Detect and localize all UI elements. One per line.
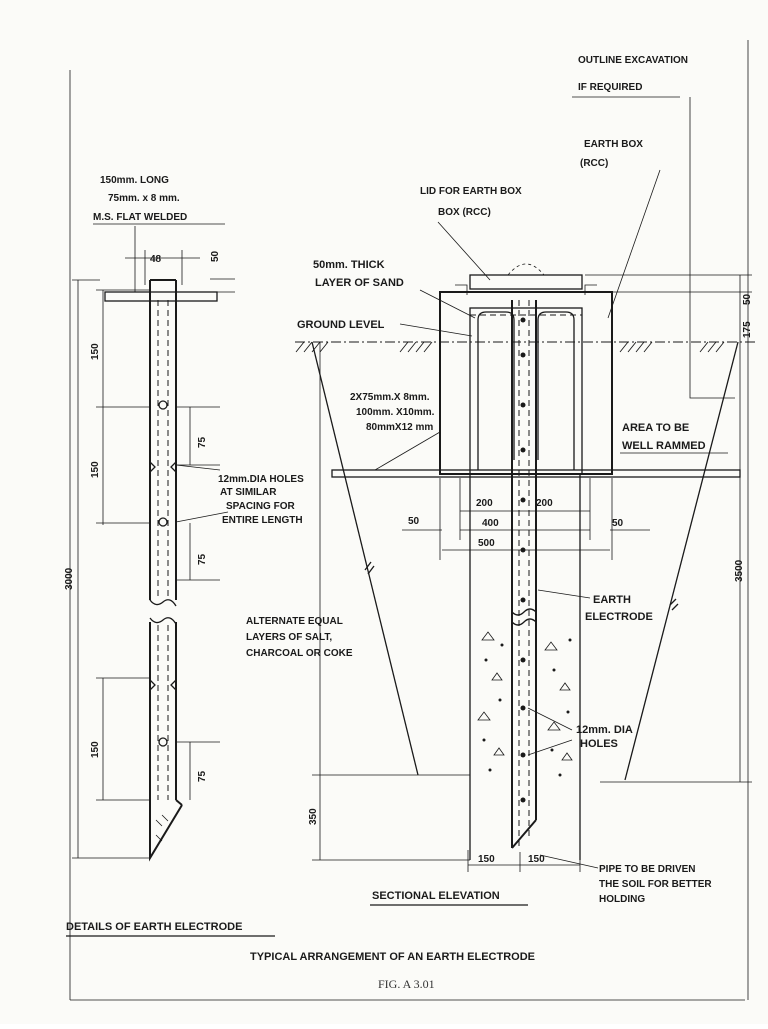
excavation-outline-right: [624, 341, 739, 781]
excavation-outline-left: [311, 341, 419, 776]
flat-size-label-1: 2X75mm.X 8mm.: [350, 392, 430, 403]
ground-hatching: [295, 341, 725, 353]
sheet-frame: [69, 40, 749, 1001]
earth-box-label-2: (RCC): [580, 158, 608, 169]
holes-dia-label-1: 12mm. DIA: [576, 724, 633, 736]
hole-marker: [158, 517, 168, 527]
holes-label-2: AT SIMILAR: [220, 487, 277, 498]
earth-box-label-1: EARTH BOX: [584, 139, 643, 150]
electrode-holes: [520, 317, 526, 803]
electrode-label-1: EARTH: [593, 594, 631, 606]
dim-75-a: 75: [197, 436, 208, 448]
salt-label-2: LAYERS OF SALT,: [246, 632, 332, 643]
hole-marker: [158, 400, 168, 410]
sand-label-2: LAYER OF SAND: [315, 277, 404, 289]
electrode-label-2: ELECTRODE: [585, 611, 653, 623]
dim-75-b: 75: [197, 553, 208, 565]
pipe-label-2: THE SOIL FOR BETTER: [599, 879, 712, 890]
flat-size-label-3: 80mmX12 mm: [366, 422, 433, 433]
detail-caption: DETAILS OF EARTH ELECTRODE: [66, 921, 242, 933]
holes-dia-label-2: HOLES: [580, 738, 618, 750]
sand-label-1: 50mm. THICK: [313, 259, 385, 271]
outline-label-1: OUTLINE EXCAVATION: [578, 55, 688, 66]
hole-marker: [158, 737, 168, 747]
holes-label-3: SPACING FOR: [226, 501, 295, 512]
dim-50-left: 50: [408, 516, 420, 527]
dim-150-a: 150: [90, 343, 101, 360]
earth-box-lid: [469, 274, 583, 290]
lid-label-2: BOX (RCC): [438, 207, 491, 218]
flat-size-label-2: 100mm. X10mm.: [356, 407, 435, 418]
dim-50-side: 50: [742, 293, 753, 305]
dim-3500: 3500: [734, 559, 745, 582]
dim-150-b: 150: [90, 461, 101, 478]
rammed-label-2: WELL RAMMED: [622, 440, 706, 452]
dim-3000: 3000: [64, 567, 75, 590]
flat-label-2: 75mm. x 8 mm.: [108, 193, 180, 204]
dim-150-c: 150: [90, 741, 101, 758]
flat-label-1: 150mm. LONG: [100, 175, 169, 186]
salt-label-1: ALTERNATE EQUAL: [246, 616, 343, 627]
dim-175: 175: [742, 321, 753, 338]
dim-200-left: 200: [476, 498, 493, 509]
holes-label-1: 12mm.DIA HOLES: [218, 474, 304, 485]
salt-charcoal-fill: [477, 631, 573, 777]
rammed-label-1: AREA TO BE: [622, 422, 689, 434]
lid-label-1: LID FOR EARTH BOX: [420, 186, 522, 197]
dim-75-c: 75: [197, 770, 208, 782]
earth-box: [439, 291, 613, 475]
section-caption: SECTIONAL ELEVATION: [372, 890, 500, 902]
dim-200-right: 200: [536, 498, 553, 509]
dim-48: 48: [150, 254, 162, 265]
dim-150-right: 150: [528, 854, 545, 865]
flat-label-3: M.S. FLAT WELDED: [93, 212, 187, 223]
main-title: TYPICAL ARRANGEMENT OF AN EARTH ELECTROD…: [250, 951, 535, 963]
outline-label-2: IF REQUIRED: [578, 82, 642, 93]
dim-400: 400: [482, 518, 499, 529]
dim-50-top: 50: [210, 250, 221, 262]
dim-500: 500: [478, 538, 495, 549]
dim-350: 350: [308, 808, 319, 825]
welded-flat: [104, 291, 218, 302]
pipe-label-3: HOLDING: [599, 894, 645, 905]
dim-150-left: 150: [478, 854, 495, 865]
ground-level-label: GROUND LEVEL: [297, 319, 385, 331]
holes-label-4: ENTIRE LENGTH: [222, 515, 303, 526]
electrode-detail: 48 50 150mm. LONG 75mm. x 8 mm. M.S. FLA…: [64, 175, 304, 937]
dim-50-right: 50: [612, 518, 624, 529]
pipe-label-1: PIPE TO BE DRIVEN: [599, 864, 696, 875]
figure-number: FIG. A 3.01: [378, 977, 435, 991]
sectional-elevation: 200 200 400 500 50 50 150 150 50 175 350…: [246, 55, 755, 906]
salt-label-3: CHARCOAL OR COKE: [246, 648, 353, 659]
